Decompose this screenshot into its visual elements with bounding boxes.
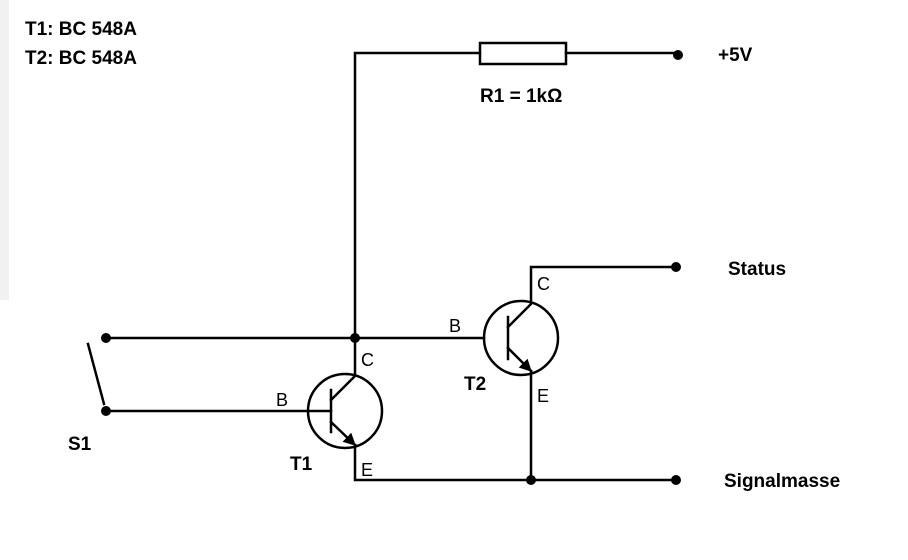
terminal-vcc: [673, 50, 683, 60]
t2-pin-e: E: [537, 386, 549, 406]
transistor-t2: [482, 299, 560, 377]
label-ground: Signalmasse: [724, 471, 840, 492]
t1-emitter-to-ground: [353, 443, 680, 482]
parts-list-t1: T1: BC 548A: [25, 19, 137, 40]
t2-pin-c: C: [537, 274, 550, 294]
left-edge-shading: [0, 0, 9, 300]
terminal-ground: [671, 475, 681, 485]
junction-ground: [526, 475, 536, 485]
label-t1: T1: [290, 454, 313, 475]
t2-pin-b: B: [449, 316, 461, 336]
label-t2: T2: [464, 374, 486, 395]
t1-emitter-arrow: [329, 420, 357, 447]
parts-list-t2: T2: BC 548A: [25, 48, 137, 69]
label-r1: R1 = 1kΩ: [480, 86, 562, 107]
t2-collector-lead: [506, 265, 680, 329]
label-vcc: +5V: [718, 45, 753, 66]
t1-pin-e: E: [361, 460, 373, 480]
label-status: Status: [728, 259, 786, 280]
label-s1: S1: [68, 434, 92, 455]
resistor-r1: [478, 41, 568, 66]
wire-collector-to-r1: [353, 51, 482, 340]
t1-collector-lead: [329, 336, 357, 402]
switch-s1-lever: [86, 342, 106, 406]
t1-pin-c: C: [361, 350, 374, 370]
terminal-status: [671, 262, 681, 272]
t2-emitter-arrow: [506, 346, 533, 373]
transistor-t1: [306, 372, 384, 450]
t1-pin-b: B: [276, 390, 288, 410]
